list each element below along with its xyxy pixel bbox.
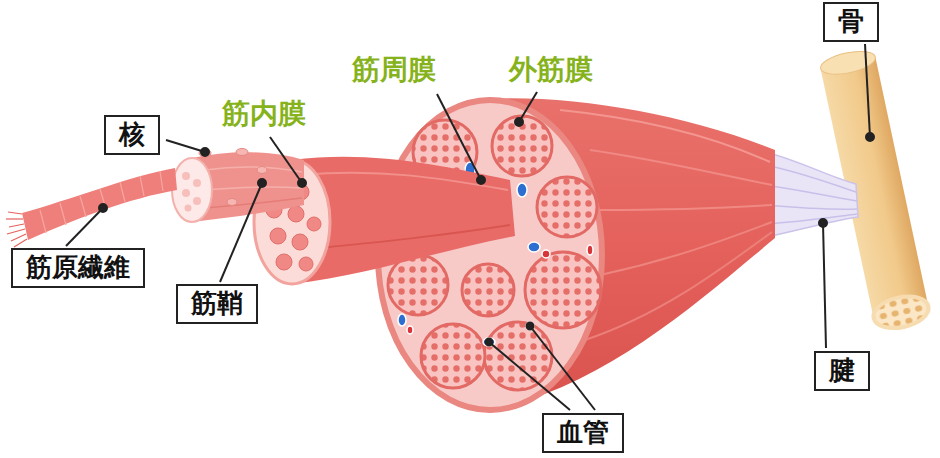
membrane-name: 筋内膜 (222, 97, 306, 131)
label-box: 核 (104, 115, 160, 154)
part-name: 腱 (829, 355, 855, 386)
myofibril (6, 168, 177, 247)
label-box: 筋鞘 (176, 284, 258, 323)
label-box: 腱 (814, 351, 870, 390)
part-name: 核 (119, 119, 145, 150)
part-name: 骨 (838, 6, 864, 37)
part-name: 筋鞘 (191, 288, 243, 319)
label-box: 血管 (542, 413, 624, 452)
leader-line (66, 44, 874, 410)
muscle-fiber (172, 149, 304, 223)
label-box: 筋原繊維 (11, 248, 145, 287)
part-name: 血管 (557, 417, 609, 448)
membrane-name: 外筋膜 (509, 53, 593, 87)
membrane-name: 筋周膜 (352, 53, 436, 87)
part-name: 筋原繊維 (26, 252, 130, 283)
label-box: 骨 (823, 2, 879, 41)
